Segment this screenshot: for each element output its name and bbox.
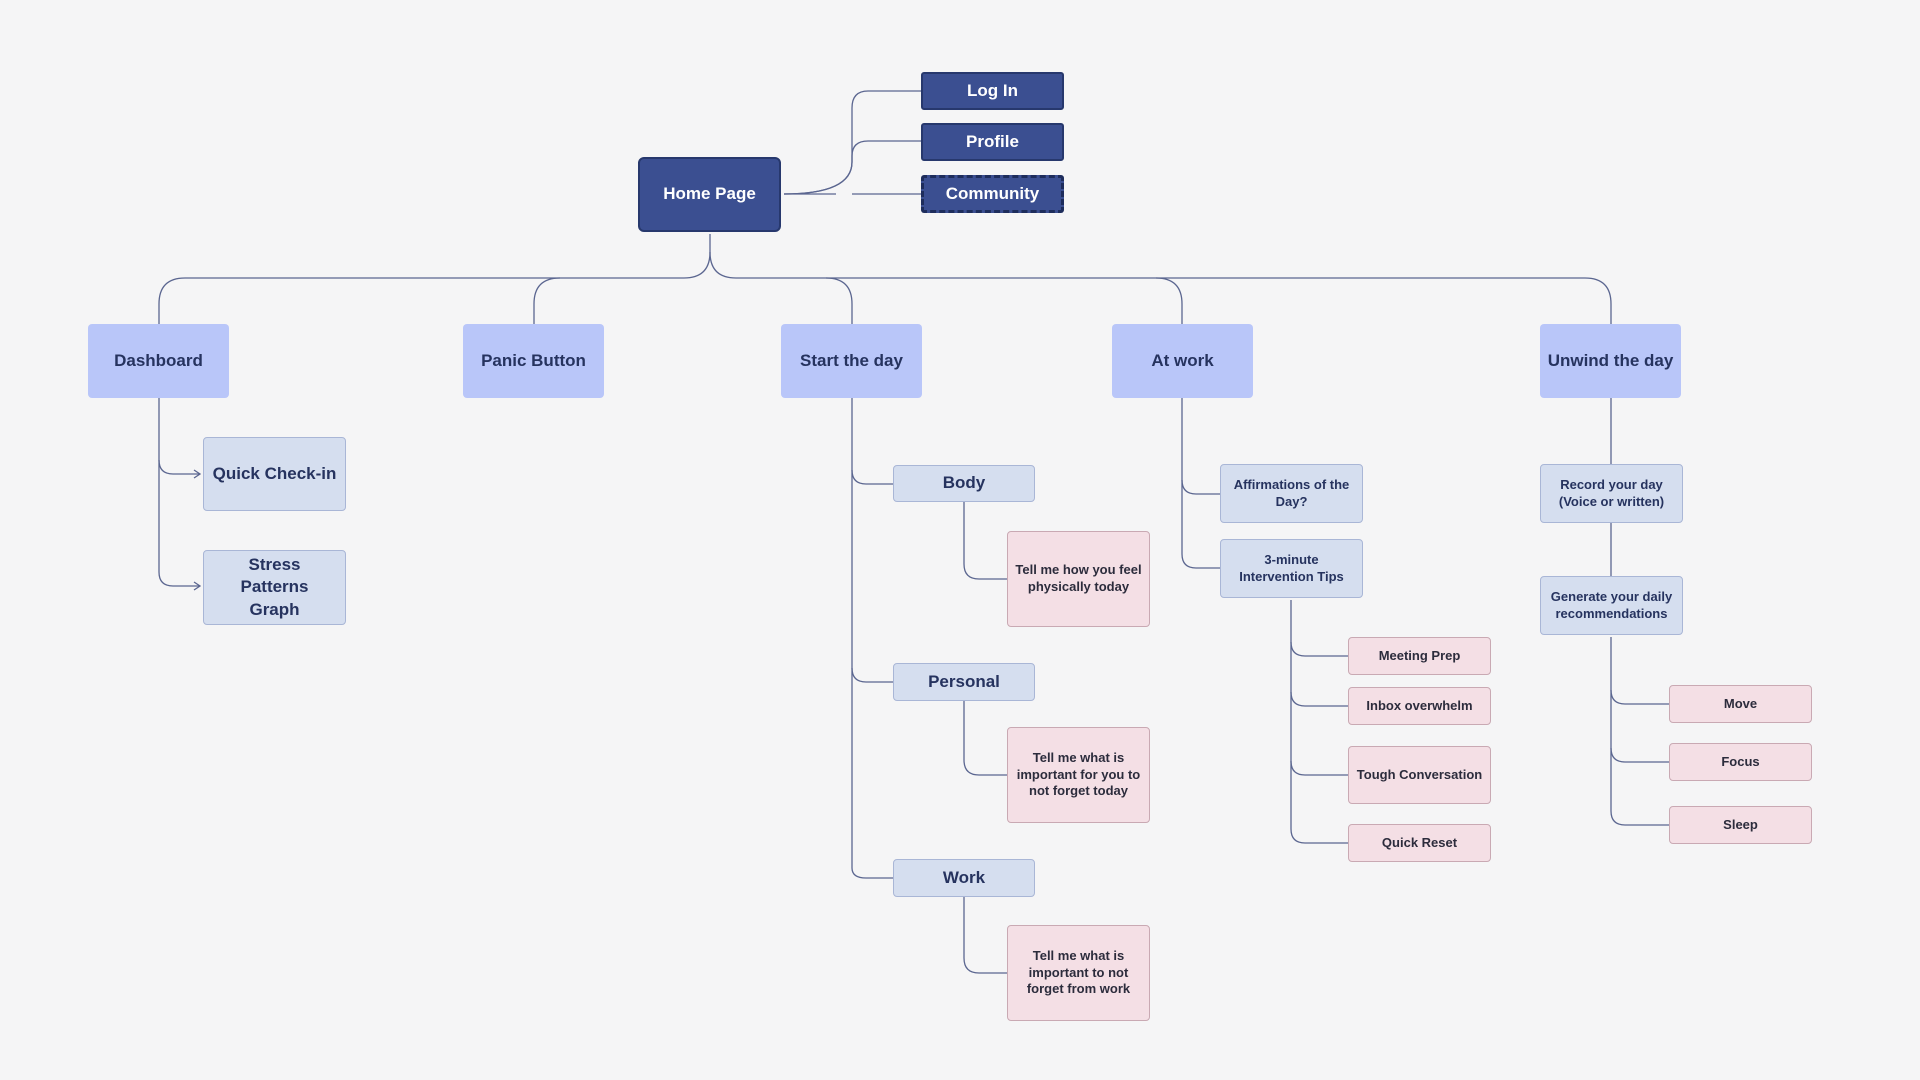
node-home-page: Home Page xyxy=(638,157,781,232)
node-tough-conversation: Tough Conversation xyxy=(1348,746,1491,804)
node-affirmations: Affirmations of the Day? xyxy=(1220,464,1363,523)
link-atwork-affirm xyxy=(1181,479,1220,495)
link-root-login xyxy=(783,90,921,195)
link-start-body xyxy=(851,469,893,485)
link-generate-move xyxy=(1610,689,1669,705)
node-meeting-prep: Meeting Prep xyxy=(1348,637,1491,675)
link-personal-prompt xyxy=(963,701,1007,776)
node-body-prompt: Tell me how you feel physically today xyxy=(1007,531,1150,627)
node-dashboard: Dashboard xyxy=(88,324,229,398)
node-sleep: Sleep xyxy=(1669,806,1812,844)
node-personal-prompt: Tell me what is important for you to not… xyxy=(1007,727,1150,823)
link-work-prompt xyxy=(963,897,1007,974)
node-log-in: Log In xyxy=(921,72,1064,110)
node-focus: Focus xyxy=(1669,743,1812,781)
node-generate-recommendations: Generate your daily recommendations xyxy=(1540,576,1683,635)
node-quick-reset: Quick Reset xyxy=(1348,824,1491,862)
link-start-personal xyxy=(851,667,893,683)
link-tips-inbox xyxy=(1290,691,1348,707)
link-tips-tough xyxy=(1290,760,1348,776)
link-root-dashboard xyxy=(158,234,711,324)
link-root-panic xyxy=(533,277,561,324)
link-start-work xyxy=(851,398,893,879)
link-generate-focus xyxy=(1610,747,1669,763)
arrowhead-checkin xyxy=(193,469,202,479)
node-profile: Profile xyxy=(921,123,1064,161)
node-move: Move xyxy=(1669,685,1812,723)
node-record-your-day: Record your day (Voice or written) xyxy=(1540,464,1683,523)
node-stress-patterns-graph: Stress Patterns Graph xyxy=(203,550,346,625)
node-body: Body xyxy=(893,465,1035,502)
node-quick-check-in: Quick Check-in xyxy=(203,437,346,511)
link-root-atwork xyxy=(826,277,1183,324)
link-body-prompt xyxy=(963,502,1007,580)
node-community: Community xyxy=(921,175,1064,213)
link-tips-reset xyxy=(1290,600,1348,844)
link-atwork-tips xyxy=(1181,398,1220,569)
node-panic-button: Panic Button xyxy=(463,324,604,398)
node-work: Work xyxy=(893,859,1035,897)
node-at-work: At work xyxy=(1112,324,1253,398)
link-generate-sleep xyxy=(1610,637,1669,826)
node-unwind-the-day: Unwind the day xyxy=(1540,324,1681,398)
arrowhead-stress xyxy=(193,581,202,591)
node-inbox-overwhelm: Inbox overwhelm xyxy=(1348,687,1491,725)
link-tips-meeting xyxy=(1290,641,1348,657)
node-start-the-day: Start the day xyxy=(781,324,922,398)
link-root-unwind xyxy=(1156,277,1612,324)
link-root-start xyxy=(709,251,853,324)
node-personal: Personal xyxy=(893,663,1035,701)
link-dashboard-checkin xyxy=(158,398,200,475)
link-dashboard-stress xyxy=(158,460,200,587)
node-intervention-tips: 3-minute Intervention Tips xyxy=(1220,539,1363,598)
node-work-prompt: Tell me what is important to not forget … xyxy=(1007,925,1150,1021)
